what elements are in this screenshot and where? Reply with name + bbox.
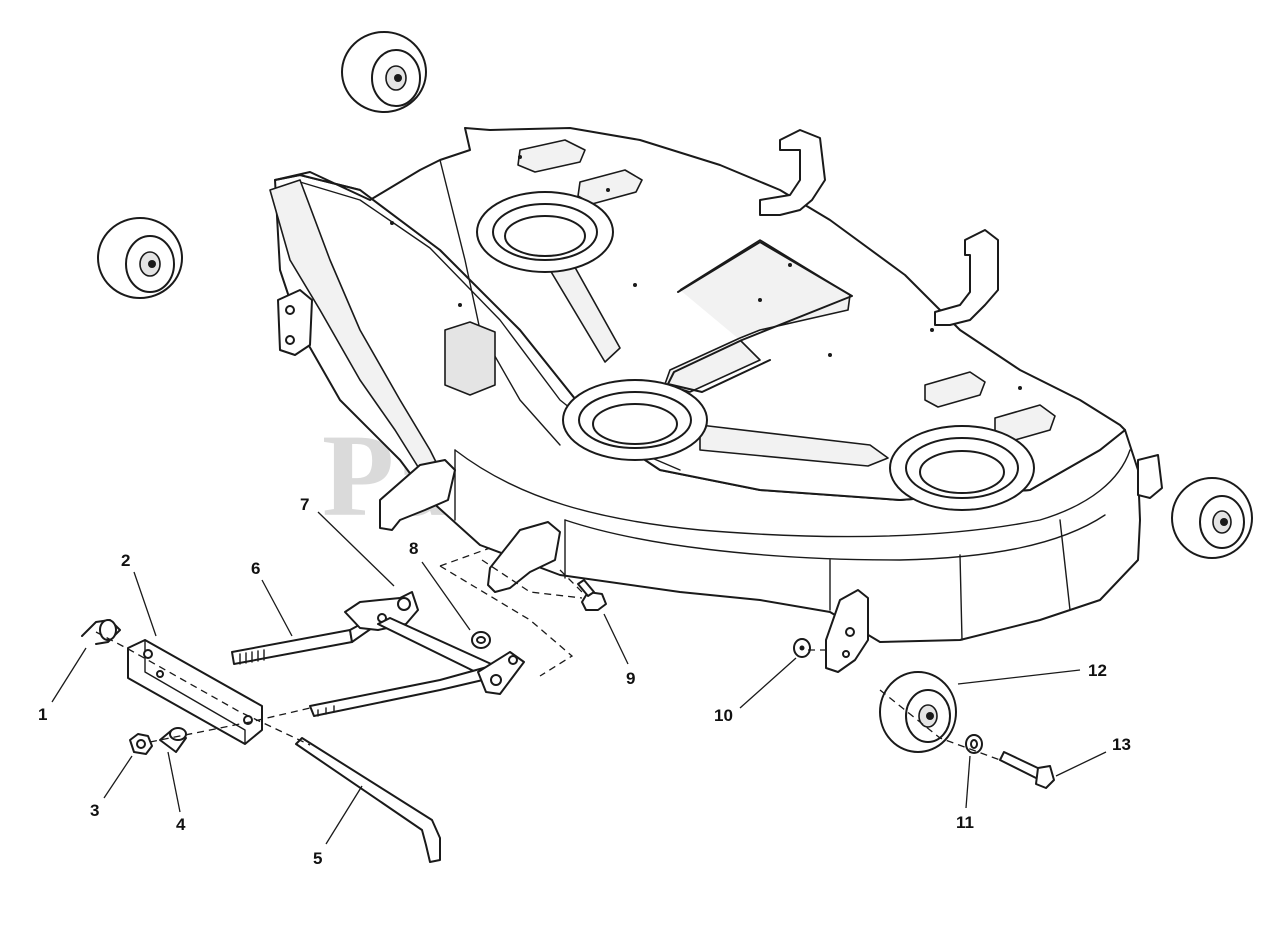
callout-13: 13 [1112,735,1131,754]
part-13-shoulder-bolt [999,751,1055,789]
callout-12: 12 [1088,661,1107,680]
part-9-bolt [577,579,607,611]
part-8-washer [471,631,491,649]
callout-2: 2 [121,551,130,570]
part-4-spacer [159,727,187,753]
callout-11: 11 [956,813,974,832]
callout-leaders [51,511,1107,845]
gauge-wheel-right [1171,477,1253,559]
gauge-wheel-front [879,671,957,753]
part-1-clip [81,619,121,645]
part-7-lift-arm [309,591,525,717]
callout-10: 10 [714,706,733,725]
callout-5: 5 [313,849,322,868]
spindle-center [562,379,708,461]
spindle-left [476,191,614,273]
callout-9: 9 [626,669,635,688]
assembly-lines [95,547,1001,761]
callout-1: 1 [38,705,47,724]
callout-8: 8 [409,539,418,558]
spindle-right [889,425,1035,511]
callout-4: 4 [176,815,186,834]
callout-6: 6 [251,559,260,578]
callout-7: 7 [300,495,309,514]
part-3-nut [129,733,153,755]
part-6-threaded-rod [231,617,373,665]
part-5-rod [295,737,441,863]
gauge-wheel-left [97,217,183,299]
callout-3: 3 [90,801,99,820]
callouts: 1 2 3 4 5 6 7 8 9 10 11 12 13 [38,495,1131,868]
gauge-wheel-top [341,31,427,113]
mower-deck [269,127,1163,673]
part-10-nut [793,638,811,658]
